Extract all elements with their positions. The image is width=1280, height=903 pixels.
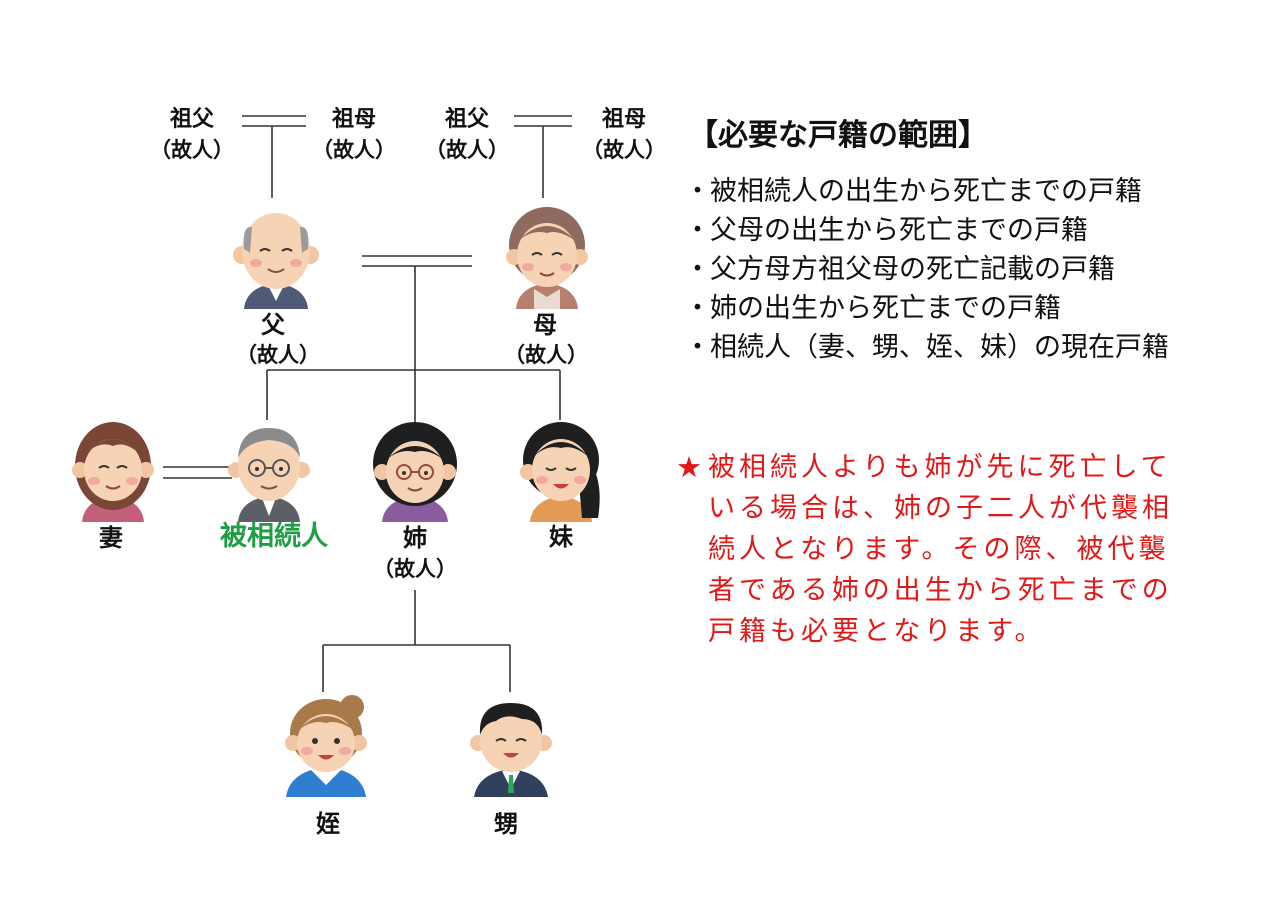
- maternal-grandmother-status: （故人）: [582, 138, 666, 162]
- note-text: 被相続人よりも姉が先に死亡している場合は、姉の子二人が代襲相続人となります。その…: [708, 452, 1173, 647]
- bullet: ・: [684, 254, 711, 285]
- father-illustration: [228, 205, 324, 309]
- mother-illustration: [502, 205, 592, 309]
- paternal-grandmother-status: （故人）: [312, 138, 396, 162]
- list-item: ・相続人（妻、甥、姪、妹）の現在戸籍: [684, 328, 1210, 367]
- bullet: ・: [684, 215, 711, 246]
- wife-label: 妻: [99, 524, 123, 552]
- required-registers-title: 【必要な戸籍の範囲】: [688, 118, 988, 153]
- father-label: 父: [261, 311, 285, 339]
- bullet: ・: [684, 293, 711, 324]
- older-sister-label: 姉: [403, 524, 427, 552]
- paternal-grandfather-label: 祖父: [169, 107, 214, 132]
- list-item-text: 父母の出生から死亡までの戸籍: [710, 215, 1088, 246]
- nephew-label: 甥: [494, 810, 518, 838]
- older-sister-status: （故人）: [373, 557, 457, 581]
- list-item-text: 相続人（妻、甥、姪、妹）の現在戸籍: [710, 332, 1169, 363]
- bullet: ・: [684, 176, 711, 207]
- list-item: ・父母の出生から死亡までの戸籍: [684, 211, 1210, 250]
- niece-illustration: [280, 693, 372, 797]
- maternal-grandfather-status: （故人）: [425, 138, 509, 162]
- list-item: ・父方母方祖父母の死亡記載の戸籍: [684, 250, 1210, 289]
- decedent-illustration: [224, 418, 314, 522]
- younger-sister-illustration: [516, 418, 606, 522]
- required-registers-list: ・被相続人の出生から死亡までの戸籍 ・父母の出生から死亡までの戸籍 ・父方母方祖…: [684, 172, 1210, 367]
- older-sister-illustration: [368, 418, 462, 522]
- nephew-illustration: [466, 693, 556, 797]
- paternal-grandmother-label: 祖母: [331, 107, 376, 132]
- younger-sister-label: 妹: [549, 523, 573, 551]
- father-status: （故人）: [236, 343, 320, 367]
- niece-label: 姪: [316, 810, 340, 838]
- maternal-grandmother-label: 祖母: [601, 107, 646, 132]
- decedent-label: 被相続人: [220, 521, 328, 552]
- list-item-text: 姉の出生から死亡までの戸籍: [710, 293, 1061, 324]
- bullet: ・: [684, 332, 711, 363]
- list-item: ・被相続人の出生から死亡までの戸籍: [684, 172, 1210, 211]
- list-item-text: 被相続人の出生から死亡までの戸籍: [710, 176, 1142, 207]
- list-item-text: 父方母方祖父母の死亡記載の戸籍: [710, 254, 1115, 285]
- mother-status: （故人）: [504, 343, 588, 367]
- maternal-grandfather-label: 祖父: [444, 107, 489, 132]
- wife-illustration: [68, 418, 158, 522]
- representation-note: ★ 被相続人よりも姉が先に死亡している場合は、姉の子二人が代襲相続人となります。…: [676, 447, 1196, 652]
- mother-label: 母: [533, 311, 557, 339]
- star-icon: ★: [676, 450, 702, 484]
- list-item: ・姉の出生から死亡までの戸籍: [684, 289, 1210, 328]
- paternal-grandfather-status: （故人）: [150, 138, 234, 162]
